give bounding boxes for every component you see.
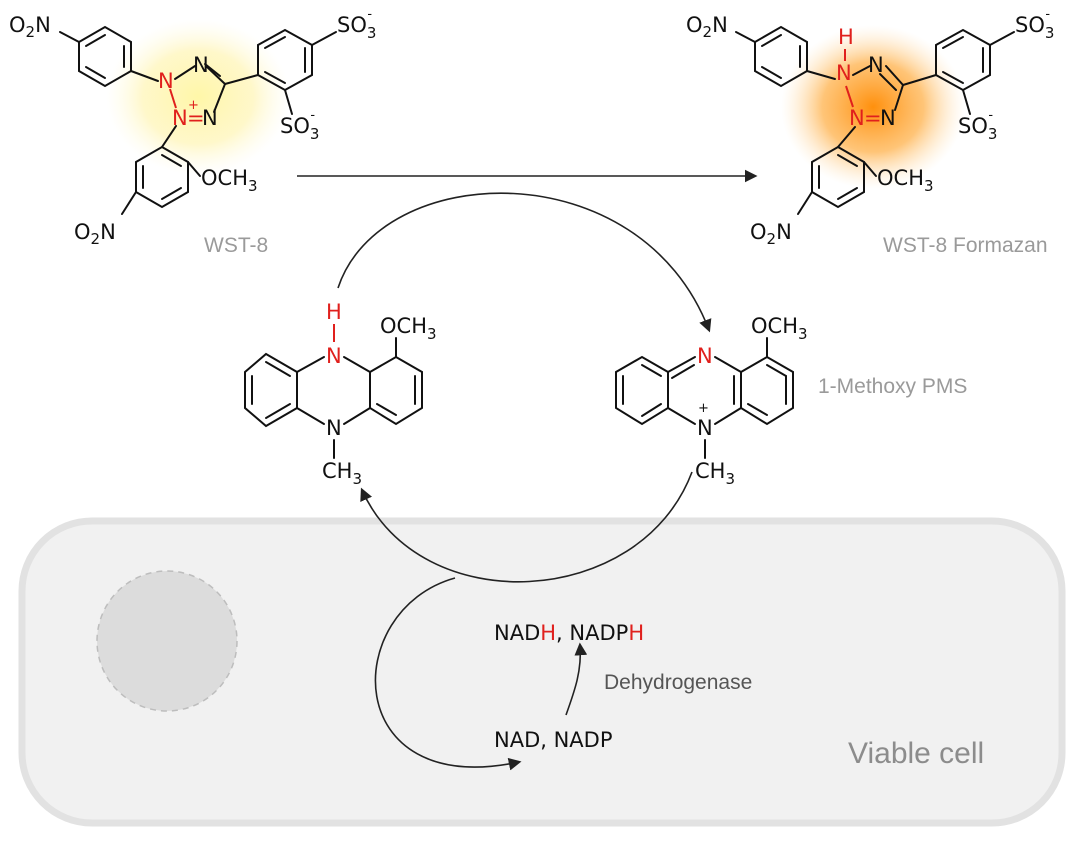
formazan-n-red-lower: N [849, 106, 865, 130]
reduced-pms-och3: OCH3 [380, 314, 437, 343]
wst8-och3: OCH3 [201, 166, 258, 195]
nad-nadp-label: NAD, NADP [494, 728, 613, 752]
wst8-tetrazole-n-double-bond: = [187, 106, 205, 130]
viable-cell-label: Viable cell [848, 737, 984, 770]
wst8-tetrazole-nplus: + [188, 98, 199, 113]
reduced-pms-n-bottom: N [326, 416, 342, 440]
pms-molecule: N + N OCH3 CH3 1-Methoxy PMS [615, 314, 967, 488]
nad-cycle-arc-arrow [374, 577, 522, 771]
formazan-molecule: O2N H N N N = N SO3- SO3- [686, 7, 1054, 257]
formazan-n-double-bond: = [864, 106, 882, 130]
formazan-so3-top: SO3- [1015, 7, 1054, 42]
formazan-n-upper: N [868, 53, 884, 77]
pms-ch3: CH3 [695, 459, 735, 488]
formazan-label: WST-8 Formazan [883, 234, 1048, 257]
wst8-tetrazolium-highlight [106, 19, 290, 175]
pms-n-plus: + [698, 401, 709, 416]
dehydrogenase-label: Dehydrogenase [604, 671, 752, 694]
pms-och3: OCH3 [751, 314, 808, 343]
wst8-tetrazole-n2: N [193, 53, 209, 77]
wst8-tetrazole-n3: N [172, 106, 188, 130]
wst8-no2-bottom: O2N [74, 220, 116, 248]
cell-membrane [18, 517, 1066, 827]
reduced-pms-hydrogen: H [326, 300, 342, 324]
formazan-no2-bottom: O2N [750, 220, 792, 248]
pms-regeneration-arc-arrow [360, 471, 693, 583]
dehydrogenase-arrow [565, 642, 588, 716]
formazan-highlight [781, 25, 965, 189]
wst8-molecule: O2N N N N + = N SO3- SO3- [9, 7, 376, 257]
pms-n-top: N [697, 344, 713, 368]
reduced-pms-molecule: H N N OCH3 CH3 [244, 300, 437, 488]
reduced-pms-ch3: CH3 [322, 459, 362, 488]
nadh-nadph-label: NADH, NADPH [494, 621, 644, 645]
pms-reduction-arc-arrow [337, 192, 712, 333]
formazan-och3: OCH3 [877, 166, 934, 195]
wst8-label: WST-8 [204, 234, 268, 257]
wst8-tetrazole-n1: N [158, 69, 174, 93]
formazan-so3-side: SO3- [958, 108, 997, 143]
wst8-no2-top: O2N [9, 13, 51, 41]
formazan-hydrogen: H [838, 25, 854, 49]
wst8-so3-side: SO3- [280, 108, 319, 143]
wst8-so3-top: SO3- [337, 7, 376, 42]
formazan-nh-nitrogen: N [836, 61, 852, 85]
pms-n-bottom: N [697, 416, 713, 440]
pms-label: 1-Methoxy PMS [818, 375, 967, 398]
cell-nucleus [96, 570, 238, 712]
viable-cell: Viable cell [18, 517, 1066, 827]
formazan-n-lower: N [880, 106, 896, 130]
wst8-tetrazole-n4: N [202, 106, 218, 130]
reduced-pms-n-top: N [326, 344, 342, 368]
formazan-no2-top: O2N [686, 13, 728, 41]
